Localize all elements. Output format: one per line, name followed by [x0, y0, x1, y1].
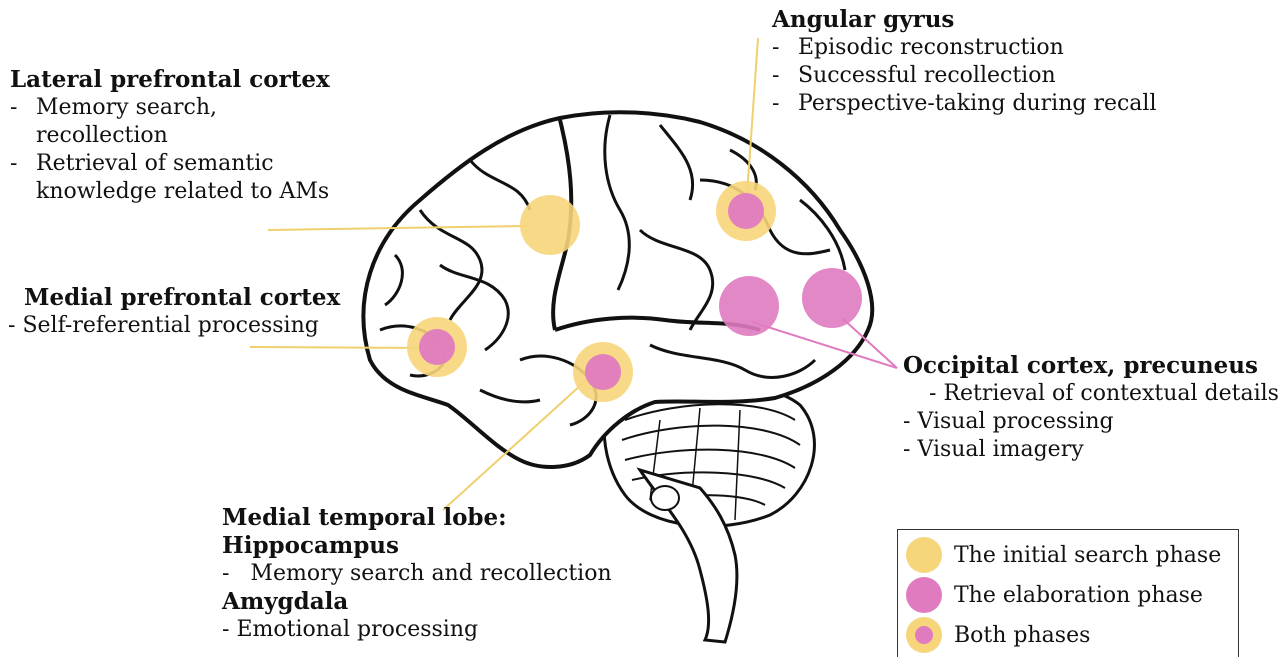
legend-both-label: Both phases: [954, 623, 1090, 648]
occipital-item-3: Visual imagery: [917, 437, 1083, 462]
initial-phase-swatch-icon: [906, 537, 942, 573]
lpfc-marker: [520, 195, 580, 255]
occipital-title: Occipital cortex, precuneus: [903, 352, 1279, 380]
lpfc-item-1-cont: recollection: [10, 122, 330, 150]
lpfc-title: Lateral prefrontal cortex: [10, 66, 330, 94]
amygdala-item: Emotional processing: [236, 617, 478, 642]
occipital-item-1: Retrieval of contextual details: [943, 381, 1279, 406]
legend: The initial search phase The elaboration…: [897, 529, 1239, 657]
lpfc-item-1: Memory search,: [36, 95, 217, 120]
legend-elaboration-label: The elaboration phase: [954, 583, 1203, 608]
lpfc-label: Lateral prefrontal cortex -Memory search…: [10, 66, 330, 206]
hippocampus-item: Memory search and recollection: [250, 561, 611, 586]
both-phases-swatch-icon: [906, 617, 942, 653]
angular-label: Angular gyrus -Episodic reconstruction -…: [772, 6, 1157, 118]
mpfc-item-1: Self-referential processing: [22, 313, 318, 338]
legend-initial-label: The initial search phase: [954, 543, 1221, 568]
elaboration-phase-swatch-icon: [906, 577, 942, 613]
mpfc-marker: [407, 317, 467, 377]
legend-row-initial: The initial search phase: [906, 536, 1221, 574]
amygdala-title: Amygdala: [222, 588, 612, 616]
lpfc-item-2-cont: knowledge related to AMs: [10, 178, 330, 206]
angular-item-3: Perspective-taking during recall: [798, 91, 1157, 116]
mpfc-label: Medial prefrontal cortex - Self-referent…: [24, 284, 340, 340]
angular-item-1: Episodic reconstruction: [798, 35, 1064, 60]
mpfc-title: Medial prefrontal cortex: [24, 284, 340, 312]
occipital-marker-2: [802, 268, 862, 328]
occipital-item-2: Visual processing: [917, 409, 1113, 434]
angular-item-2: Successful recollection: [798, 63, 1056, 88]
angular-marker: [716, 181, 776, 241]
legend-row-elaboration: The elaboration phase: [906, 576, 1203, 614]
mtl-title: Medial temporal lobe:: [222, 504, 612, 532]
occipital-label: Occipital cortex, precuneus - Retrieval …: [903, 352, 1279, 464]
hippocampus-title: Hippocampus: [222, 532, 612, 560]
lpfc-item-2: Retrieval of semantic: [36, 151, 274, 176]
mtl-marker: [573, 342, 633, 402]
legend-row-both: Both phases: [906, 616, 1090, 654]
occipital-marker-1: [719, 276, 779, 336]
angular-title: Angular gyrus: [772, 6, 1157, 34]
mtl-label: Medial temporal lobe: Hippocampus - Memo…: [222, 504, 612, 644]
